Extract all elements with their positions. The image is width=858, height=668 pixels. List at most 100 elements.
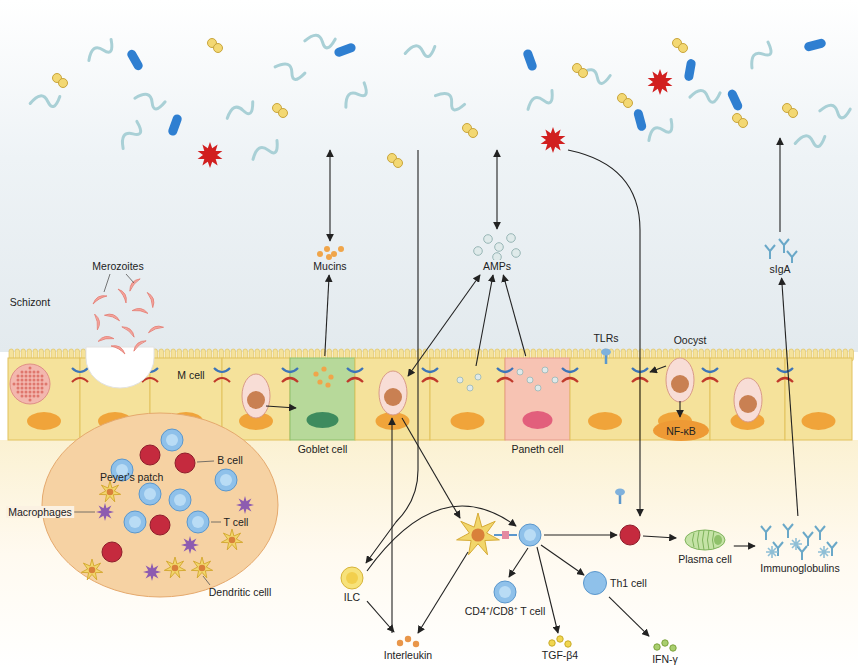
t-cell [161,429,183,451]
bacterium-rod [340,83,370,107]
connector-arrow [367,601,394,632]
flow-arrow [496,150,497,229]
schizont-dot [37,375,40,378]
dendritic-cell [221,529,242,550]
bacterium-rod [135,88,165,112]
flow-arrow [537,547,558,633]
leader-line [72,512,95,513]
bacterium-rod [690,86,720,105]
connector-arrow [325,275,329,356]
schizont-dot [29,379,32,382]
flow-arrow [391,418,392,633]
node-label: NF-κB [666,425,696,437]
drawing-part [314,244,346,260]
schizont-dot [29,387,32,390]
drawing-part [760,235,800,263]
flow-arrow [544,534,617,535]
goblet-cell-body [290,358,355,440]
bacterium-rod [30,92,60,109]
drawing-part [662,640,668,646]
mucin-group: Mucins [313,244,346,272]
schizont-dot [25,391,28,394]
bacterium-capsule [803,38,827,52]
node-label: Peyer's patch [100,471,163,483]
schizont-dot [29,391,32,394]
bacterium-rod [405,42,435,59]
merozoite [127,277,140,292]
schizont-dot [41,391,44,394]
node-label: IFN-γ [652,653,678,665]
t-cell [215,469,237,491]
tight-junction [562,368,578,372]
infected-cell [734,378,762,422]
amp-granule [517,369,523,375]
schizont-dot [37,391,40,394]
drawing-part [790,538,802,550]
dendritic-cell-label: Dendritic celll [209,586,271,598]
merozoite-label: Merozoites [92,260,143,272]
coccus [214,44,223,53]
schizont-dot [29,375,32,378]
coccus [679,44,688,53]
synapse [502,531,509,539]
t-cell-label: T cell [224,516,249,528]
drawing-part [815,526,825,540]
ilc-cell: ILC [339,565,365,603]
peyers-patch [42,413,278,597]
merozoite [132,338,147,351]
t-cell [174,494,186,506]
vacuole [86,347,154,388]
schizont-dot [17,391,20,394]
drawing-part [331,251,337,257]
leader-line [126,274,134,283]
bacterium-rod [435,86,464,113]
flow-arrow [650,366,666,372]
drawing-part [339,565,365,591]
drawing-part [324,246,330,252]
tight-junction [702,378,718,382]
tight-junction [562,378,578,382]
pathogen [648,69,673,95]
schizont-dot [45,383,48,386]
merozoite [111,343,127,354]
amp-group: AMPs [472,232,522,272]
epithelial-cell [8,358,80,440]
schizont-dot [37,379,40,382]
b-cell-label: B cell [217,454,243,466]
tight-junction [72,368,88,372]
bacterium-rod [795,132,825,149]
amp-granule [542,367,548,373]
tight-junction [777,368,793,372]
mucin-granule [317,379,322,384]
schizont [10,364,50,404]
node-label: Th1 cell [610,577,647,589]
nf-kb-ellipse: NF-κB [653,420,709,441]
merozoite [118,287,129,303]
tight-junction [347,368,363,372]
dendritic-cell [107,489,114,496]
connector-arrow [503,275,525,356]
bacterium-rod [305,30,335,51]
infected-cell [242,374,270,418]
coccus [59,79,68,88]
drawing-part [499,586,511,598]
epithelial-cell [640,358,710,440]
bacterium-rod [115,121,144,148]
merozoite [122,324,137,337]
dendritic-cell [457,513,500,555]
t-cell [129,516,141,528]
schizont-dot [29,371,32,374]
schizont-dot [21,395,24,398]
oocyst-label: Oocyst [674,334,707,346]
dendritic-cell [191,557,212,578]
drawing-part [652,639,678,653]
coccus [624,99,633,108]
schizont-dot [29,367,32,370]
bacterium-rod [820,100,850,121]
amp-granule [527,377,533,383]
bacterium-rod [525,91,555,110]
drawing-part [512,249,521,258]
schizont-dot [41,375,44,378]
bacterium-rod [250,141,280,160]
dendritic-cell [471,528,484,541]
